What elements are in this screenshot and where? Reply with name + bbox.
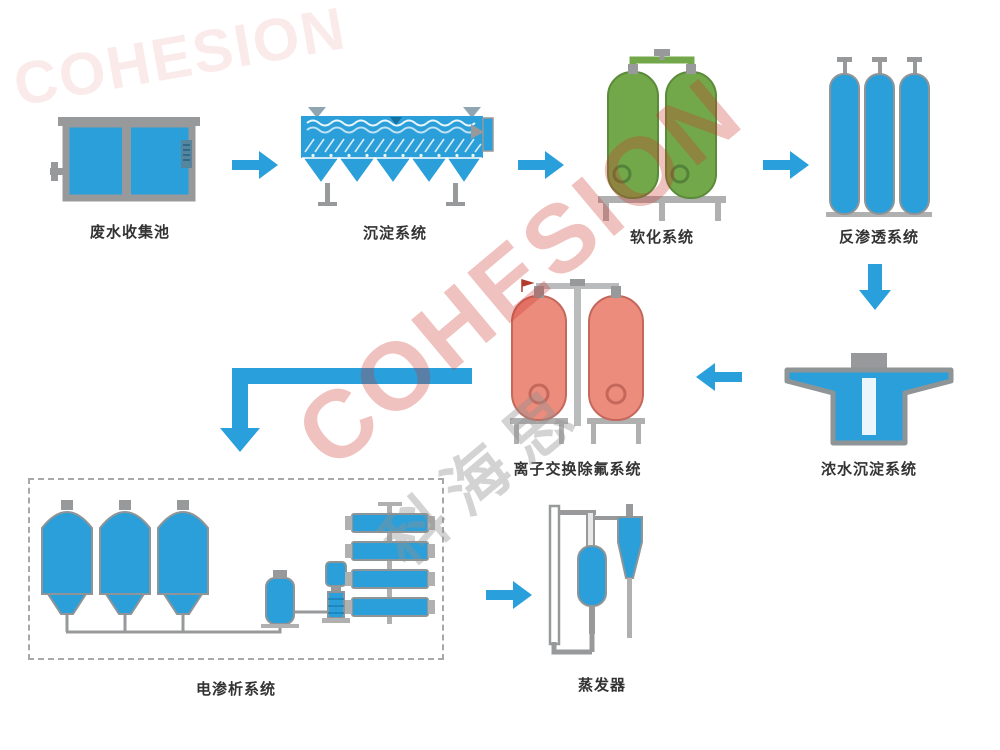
node-concentrate-sedimentation: 浓水沉淀系统 [783,350,955,479]
concentrate-funnel-icon [784,353,954,446]
flow-arrow-ro-to-concentrate [858,264,892,312]
label-electrodialysis: 电渗析系统 [195,681,276,698]
evaporator-icon [548,504,643,655]
flow-arrow-concentrate-to-ion-exchange [696,362,742,392]
ro-vessels-icon [826,57,932,217]
ion-exchange-tanks-icon [510,278,645,444]
label-evaporator: 蒸发器 [577,677,626,694]
node-collection-tank: 废水收集池 [50,112,210,242]
label-sedimentation: 沉淀系统 [362,225,427,242]
flow-arrow-softening-to-ro [763,150,809,180]
node-evaporator: 蒸发器 [538,502,666,695]
sedimentation-icon [301,107,494,206]
label-softening: 软化系统 [629,229,694,246]
softening-tanks-icon [598,49,726,221]
electrodialysis-boundary [28,478,444,660]
label-reverse-osmosis: 反渗透系统 [838,229,919,246]
flow-arrow-sedimentation-to-softening [518,150,564,180]
electrodialysis-icon [41,500,435,634]
node-reverse-osmosis: 反渗透系统 [824,54,934,247]
node-softening: 软化系统 [592,48,732,247]
node-electrodialysis: 电渗析系统 [28,478,444,699]
label-concentrate-sedimentation: 浓水沉淀系统 [820,461,917,478]
node-sedimentation: 沉淀系统 [295,106,495,243]
flow-arrow-electrodialysis-to-evaporator [486,580,532,610]
flow-arrow-collection-to-sedimentation [232,150,278,180]
flow-arrow-ion-exchange-to-electrodialysis [216,360,472,456]
collection-tank-icon [50,117,200,202]
label-collection-tank: 废水收集池 [89,224,170,241]
label-ion-exchange-fluoride: 离子交换除氟系统 [513,461,642,478]
node-ion-exchange-fluoride: 离子交换除氟系统 [500,278,655,479]
